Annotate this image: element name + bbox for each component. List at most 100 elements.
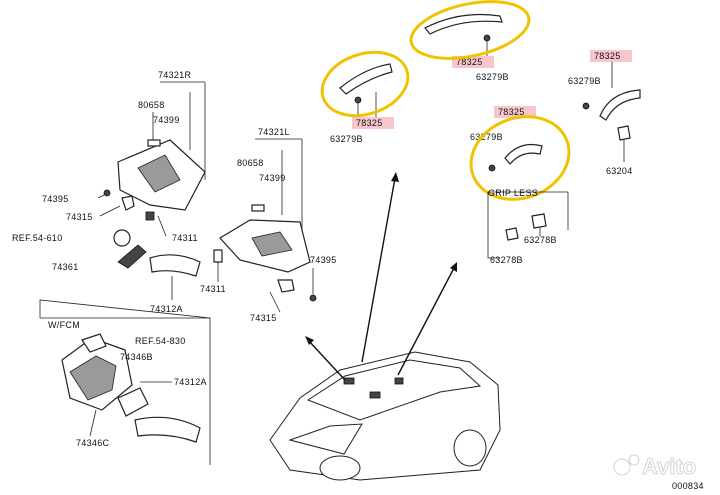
part-label: 74312A <box>174 377 207 387</box>
leader-line <box>97 194 105 199</box>
part-label: 74395 <box>310 255 337 265</box>
car-grip-marker <box>369 391 381 399</box>
part-label: REF.54-610 <box>12 233 63 243</box>
part-label: 78325 <box>594 51 621 61</box>
part-label: 80658 <box>237 158 264 168</box>
part-label: 63279B <box>476 72 509 82</box>
part-label: 63278B <box>524 235 557 245</box>
part-label: GRIP LESS <box>488 188 538 198</box>
pointer-arrow <box>307 339 346 381</box>
arrow-head <box>450 262 457 272</box>
watermark: Avito <box>613 454 697 479</box>
part-label: 74315 <box>250 313 277 323</box>
pointer-arrow <box>397 267 455 376</box>
part-label: 74399 <box>153 115 180 125</box>
car-grip-marker <box>343 377 355 385</box>
cap <box>113 229 131 247</box>
grip-handle-right-group: 78325 63279B 63204 <box>568 50 641 176</box>
lamp-connector <box>117 244 147 269</box>
screw <box>309 294 317 302</box>
fcm-sensor <box>117 387 149 417</box>
grip-handle-mid-group: 78325 63279B GRIP LESS 63278B 63278B <box>469 106 571 265</box>
grip-handle <box>504 143 543 165</box>
visor-bracket <box>213 249 223 263</box>
leader-line <box>269 291 281 313</box>
part-label: 74311 <box>172 233 198 243</box>
inset-title: W/FCM <box>48 320 80 330</box>
inset-border <box>39 299 211 465</box>
car-wheel-front <box>319 455 361 481</box>
part-label: 78325 <box>456 57 483 67</box>
sun-visor-left-group: 74321L 80658 74399 74395 74311 74315 <box>200 127 337 323</box>
screw <box>488 164 496 172</box>
grip-handle-top-group: 78325 63279B <box>409 0 531 82</box>
screw <box>354 96 362 104</box>
visor-clip <box>251 204 265 212</box>
sun-visor-mirror <box>251 231 293 257</box>
part-label: 78325 <box>498 107 525 117</box>
label-highlight <box>590 50 632 62</box>
label-highlight <box>352 117 394 129</box>
bracket-line <box>487 192 500 259</box>
leader-line <box>99 205 121 217</box>
part-label: 74312A <box>150 304 183 314</box>
screw <box>103 189 111 197</box>
grip-handle <box>599 89 641 121</box>
part-label: 74346B <box>120 352 153 362</box>
cap-plug <box>617 125 631 141</box>
visor-clip <box>147 139 161 147</box>
fcm-inset: W/FCM REF.54-830 74346B 74312A 74346C <box>39 299 211 465</box>
grip-handle-left-group: 78325 63279B <box>320 50 410 144</box>
label-highlight <box>494 106 536 118</box>
visor-bracket <box>145 211 155 221</box>
fcm-bracket <box>81 333 107 353</box>
car-illustration <box>269 351 501 481</box>
grip-handle <box>339 63 393 95</box>
part-label: 63278B <box>490 255 523 265</box>
car-wheel-rear <box>453 429 487 467</box>
highlight-circle <box>469 115 571 201</box>
avito-logo-icon <box>613 458 631 476</box>
leader-line <box>89 409 97 437</box>
cap-plug <box>531 213 547 229</box>
car-windshield <box>288 423 363 455</box>
highlight-circle <box>320 50 410 118</box>
part-label: 80658 <box>138 100 165 110</box>
part-label: 63279B <box>330 134 363 144</box>
pointer-arrows <box>305 172 457 381</box>
grip-handle <box>424 13 503 35</box>
part-label: 74395 <box>42 194 69 204</box>
arrow-head <box>305 336 314 345</box>
part-label: 74315 <box>66 212 93 222</box>
arrow-head <box>391 172 399 182</box>
sun-visor-right-group: 74321R 80658 74399 74395 74315 REF.54-61… <box>12 70 206 314</box>
screw <box>582 102 590 110</box>
cap-plug <box>505 227 519 241</box>
part-label: 74321R <box>158 70 192 80</box>
highlight-circle <box>409 0 531 60</box>
car-grip-marker <box>394 377 404 385</box>
leader-line <box>157 215 167 237</box>
rear-view-mirror <box>149 254 201 277</box>
visor-holder <box>121 195 135 211</box>
avito-logo-icon <box>628 454 640 466</box>
part-label: 74361 <box>52 262 79 272</box>
part-label: 78325 <box>356 118 383 128</box>
part-label: 74346C <box>76 438 110 448</box>
sun-visor-mirror <box>137 154 181 193</box>
part-label: 74311 <box>200 284 226 294</box>
visor-holder <box>277 279 295 293</box>
part-label: 63279B <box>470 132 503 142</box>
fcm-console-grid <box>69 355 117 401</box>
rear-view-mirror-fcm <box>134 416 201 443</box>
screw <box>483 34 491 42</box>
part-label: 63204 <box>606 166 633 176</box>
part-label: 63279B <box>568 76 601 86</box>
diagram-code: 000834 <box>672 481 704 491</box>
part-label: 74399 <box>259 173 286 183</box>
part-label: 74321L <box>258 127 290 137</box>
pointer-arrow <box>361 177 396 363</box>
part-label: REF.54-830 <box>135 336 186 346</box>
